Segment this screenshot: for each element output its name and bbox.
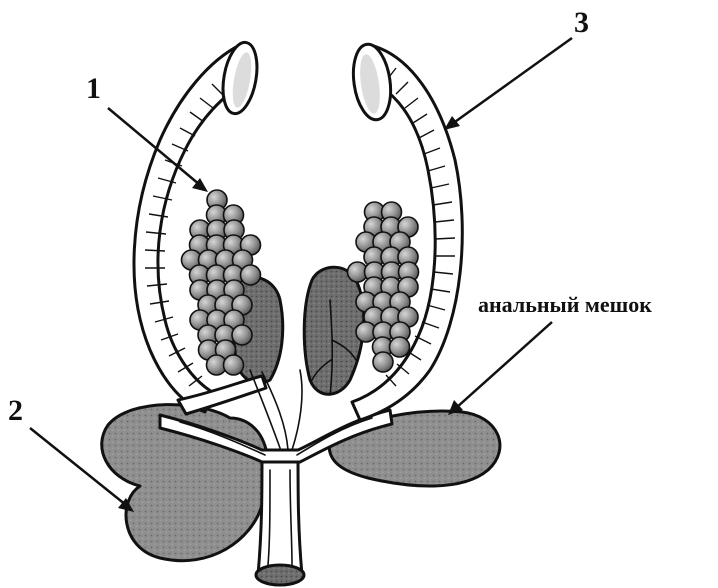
label-3-text: 3 — [574, 6, 589, 39]
central-duct — [256, 450, 304, 585]
label-2-text: 2 — [8, 394, 23, 427]
label-3-leader — [452, 38, 572, 124]
gland-lobule — [390, 337, 410, 357]
right-dark-mass — [304, 267, 363, 395]
label-anal-sac-leader — [456, 322, 552, 408]
label-anal-sac: анальный мешок — [448, 292, 652, 415]
gland-lobule — [224, 355, 244, 375]
label-1-text: 1 — [86, 72, 101, 105]
label-anal-sac-text: анальный мешок — [478, 292, 652, 317]
label-3-arrowhead — [444, 116, 460, 130]
gland-lobule — [232, 325, 252, 345]
gland-lobule — [373, 352, 393, 372]
label-3: 3 — [444, 6, 589, 130]
gland-lobule — [241, 265, 261, 285]
